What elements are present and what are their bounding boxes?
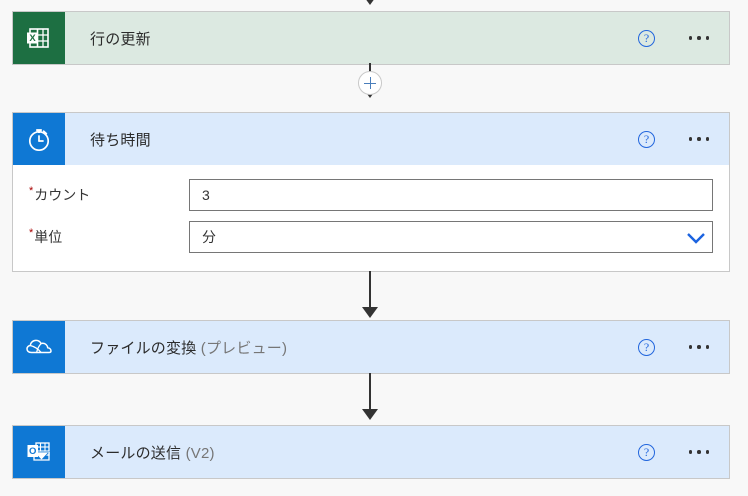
arrow-head-icon: [362, 307, 378, 318]
more-options-icon[interactable]: [685, 36, 713, 40]
count-field-label: *カウント: [29, 185, 189, 205]
form-row-unit: *単位 分: [29, 221, 713, 253]
arrow-head-icon: [362, 409, 378, 420]
form-row-count: *カウント 3: [29, 179, 713, 211]
step-title-text: ファイルの変換: [90, 339, 197, 357]
unit-select-value: 分: [202, 229, 216, 245]
svg-text:X: X: [29, 33, 36, 44]
more-options-icon[interactable]: [685, 345, 713, 349]
connector-2: [362, 271, 378, 319]
step-header[interactable]: ファイルの変換 (プレビュー) ?: [13, 321, 729, 373]
step-title: 行の更新: [65, 28, 638, 49]
help-icon[interactable]: ?: [638, 443, 655, 461]
unit-label-text: 単位: [34, 229, 63, 245]
count-input[interactable]: 3: [189, 179, 713, 211]
header-actions: ?: [638, 443, 729, 461]
step-title: メールの送信 (V2): [65, 442, 638, 463]
unit-field-label: *単位: [29, 227, 189, 247]
help-icon[interactable]: ?: [638, 338, 655, 356]
onedrive-icon: [13, 321, 65, 373]
step-title: ファイルの変換 (プレビュー): [65, 337, 638, 358]
unit-select[interactable]: 分: [189, 221, 713, 253]
insert-step-button[interactable]: [358, 71, 382, 95]
excel-icon: X: [13, 12, 65, 64]
flow-step-delay[interactable]: 待ち時間 ? *カウント 3 *単位 分: [12, 112, 730, 272]
arrow-head-icon: [362, 0, 378, 5]
stopwatch-icon: [13, 113, 65, 165]
step-title-suffix: (V2): [181, 444, 215, 462]
outlook-icon: O: [13, 426, 65, 478]
header-actions: ?: [638, 29, 729, 47]
help-icon[interactable]: ?: [638, 29, 655, 47]
step-title-text: 行の更新: [90, 30, 151, 48]
step-body: *カウント 3 *単位 分: [13, 165, 729, 271]
header-actions: ?: [638, 130, 729, 148]
step-header[interactable]: 待ち時間 ?: [13, 113, 729, 165]
count-label-text: カウント: [34, 187, 91, 203]
step-header[interactable]: X 行の更新 ?: [13, 12, 729, 64]
step-title: 待ち時間: [65, 129, 638, 150]
flow-step-update-row[interactable]: X 行の更新 ?: [12, 11, 730, 65]
chevron-down-icon[interactable]: [685, 231, 705, 244]
flow-step-convert-file[interactable]: ファイルの変換 (プレビュー) ?: [12, 320, 730, 374]
more-options-icon[interactable]: [685, 450, 713, 454]
help-icon[interactable]: ?: [638, 130, 655, 148]
required-marker: *: [29, 227, 34, 239]
step-header[interactable]: O メールの送信 (V2) ?: [13, 426, 729, 478]
connector-line: [369, 373, 371, 411]
required-marker: *: [29, 185, 34, 197]
connector-3: [362, 373, 378, 421]
connector-top: [362, 0, 378, 6]
flow-step-send-email[interactable]: O メールの送信 (V2) ?: [12, 425, 730, 479]
more-options-icon[interactable]: [685, 137, 713, 141]
step-title-text: メールの送信: [90, 444, 182, 462]
svg-text:O: O: [29, 446, 36, 457]
connector-line: [369, 271, 371, 309]
step-title-suffix: (プレビュー): [196, 339, 288, 357]
header-actions: ?: [638, 338, 729, 356]
step-title-text: 待ち時間: [90, 131, 151, 149]
